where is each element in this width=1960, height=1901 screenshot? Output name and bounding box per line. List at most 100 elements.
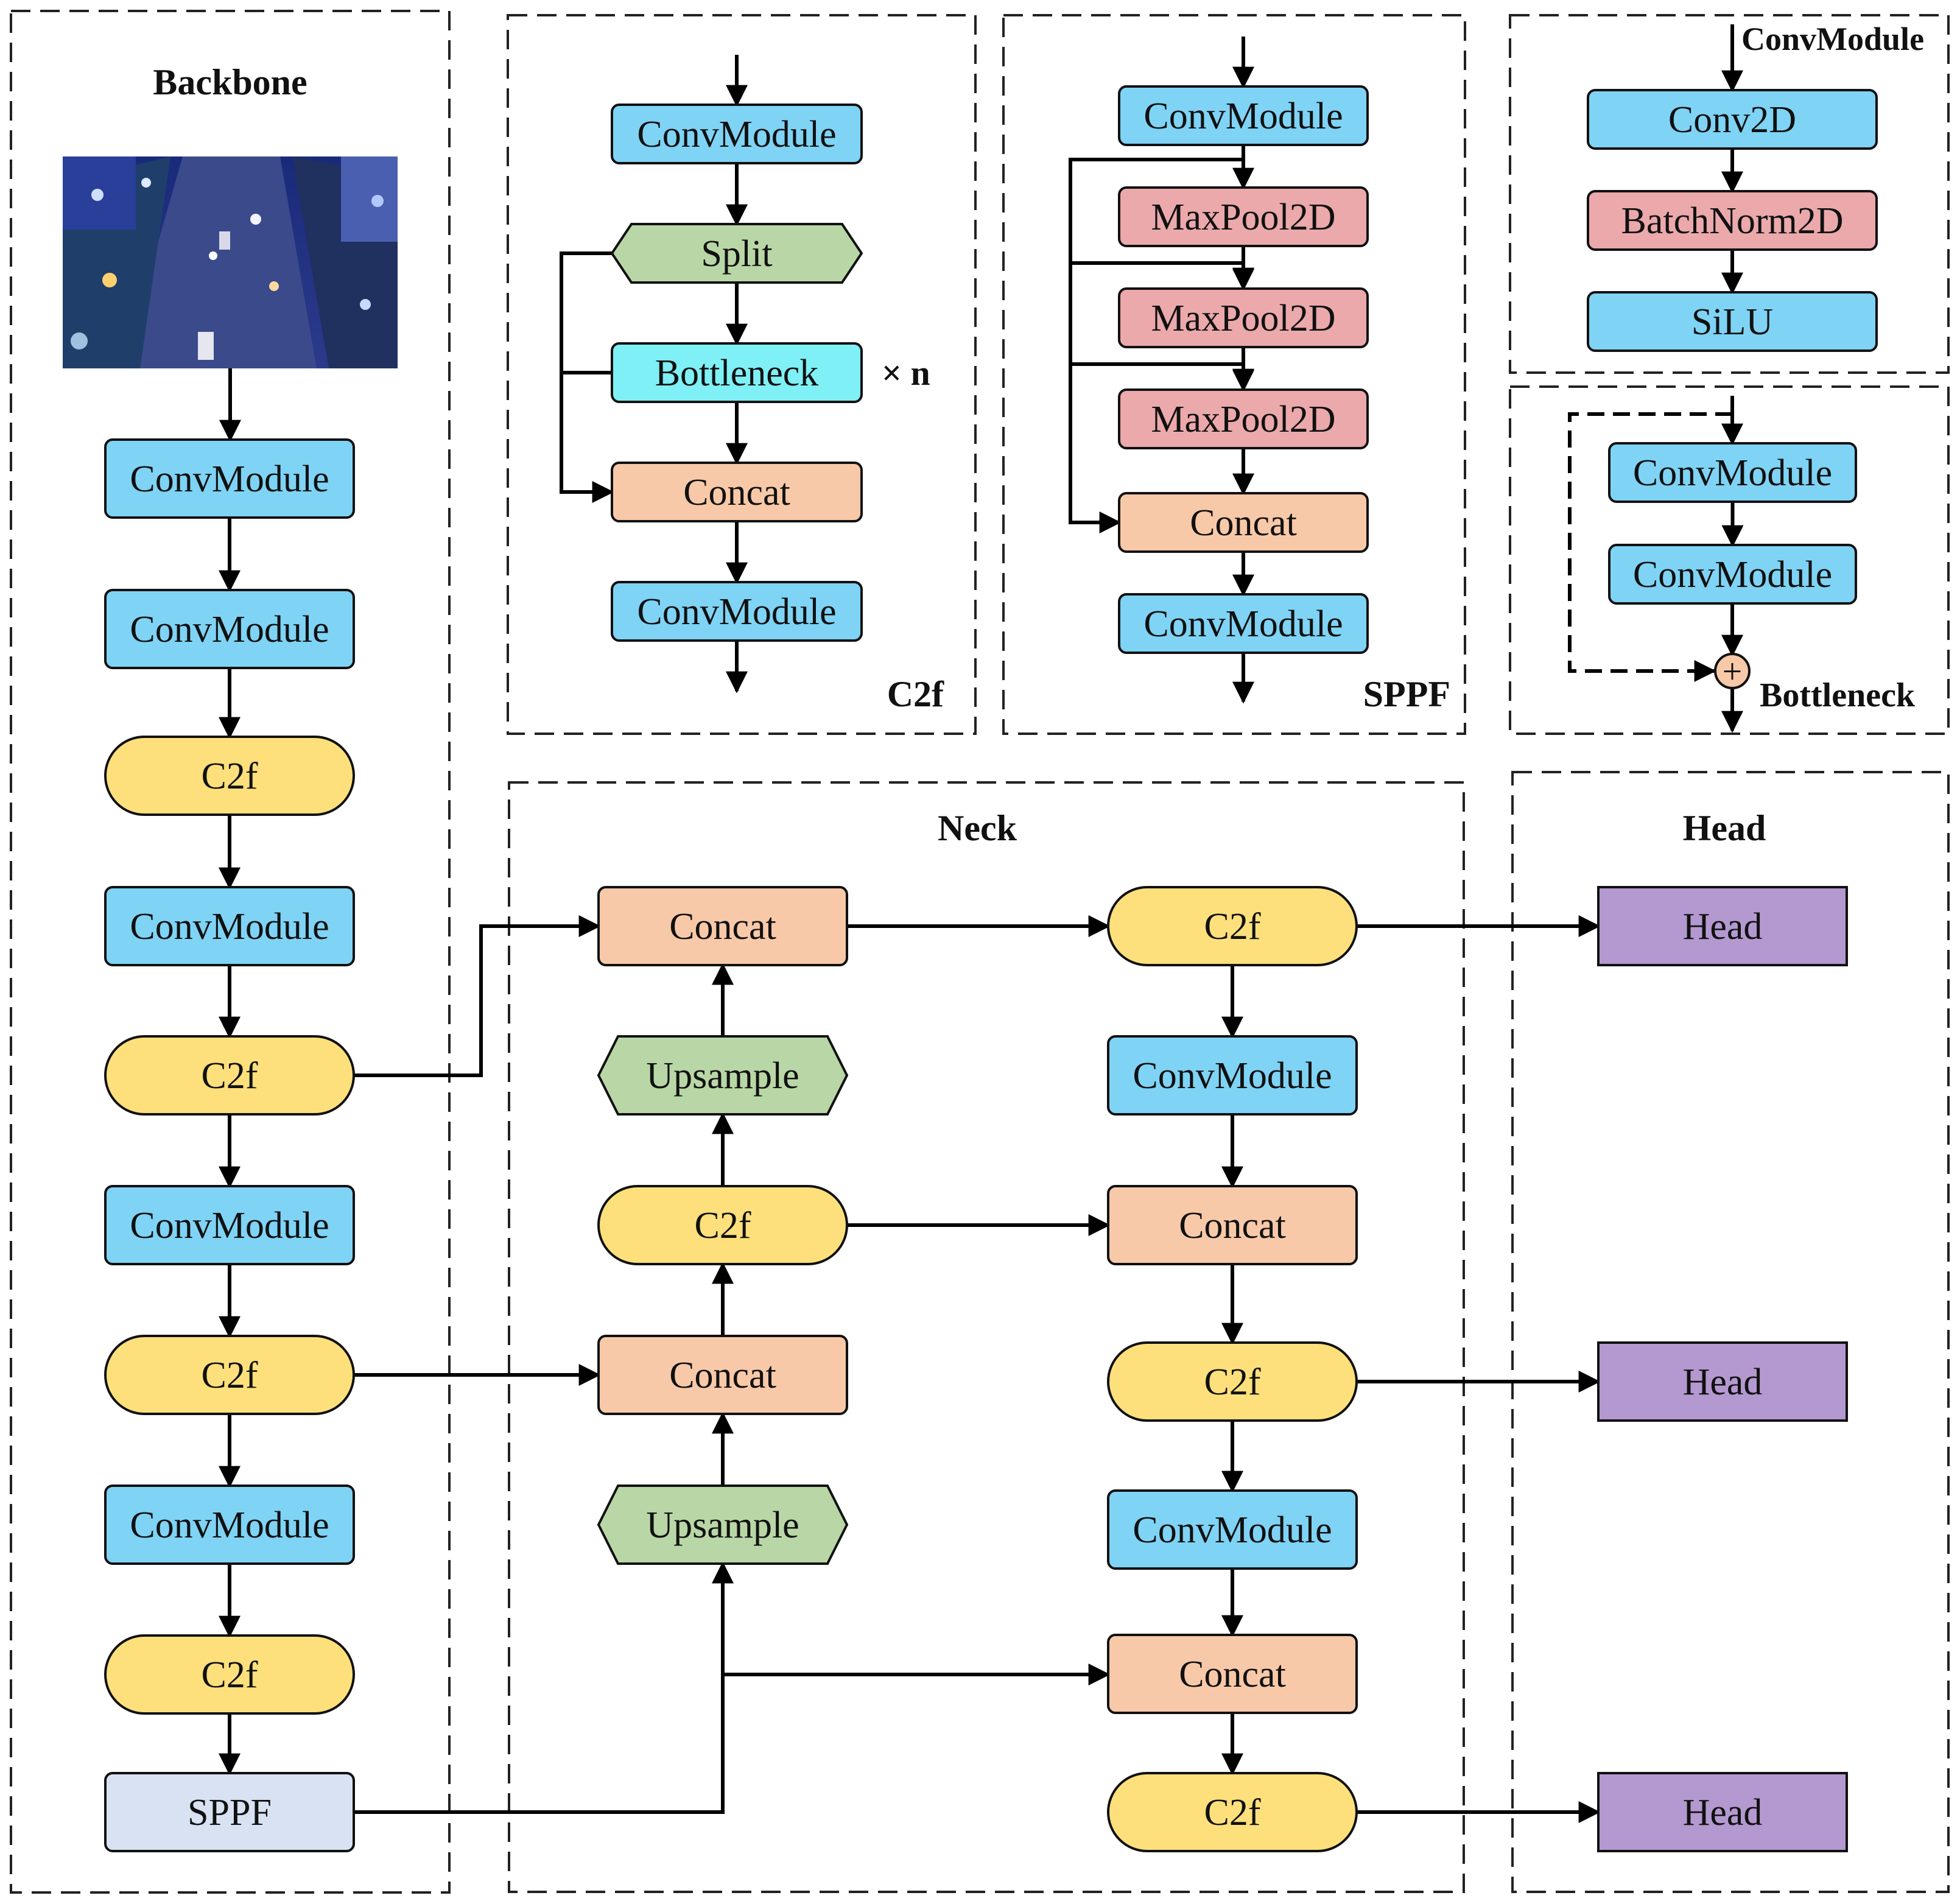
bb-conv-4-shape (104, 1185, 355, 1265)
bb-conv-1-label: ConvModule (130, 459, 329, 500)
bb-c2f-4-shape (104, 1634, 355, 1715)
bb-conv-2-label: ConvModule (130, 609, 329, 650)
bb-c2f-2-label: C2f (202, 1055, 258, 1097)
cm-silu-block: SiLU (1587, 291, 1878, 352)
bn-conv-2-shape (1608, 544, 1857, 605)
connections (219, 24, 1744, 1823)
hd-3-block: Head (1597, 1772, 1848, 1852)
c2f-conv-in-block: ConvModule (611, 104, 863, 164)
sppf-pool-2-label: MaxPool2D (1151, 298, 1335, 339)
hd-1-shape (1597, 886, 1848, 966)
c2f-header: C2f (887, 674, 944, 714)
nk-conv-1-shape (1107, 1035, 1358, 1116)
bb-conv-3-shape (104, 886, 355, 966)
nk-concat-3-label: Concat (1179, 1205, 1286, 1246)
bb-c2f-3-label: C2f (202, 1355, 258, 1396)
sppf-conv-in-shape (1118, 85, 1369, 146)
c2f-conv-out-block: ConvModule (611, 581, 863, 642)
c2f-conv-in-label: ConvModule (637, 114, 836, 155)
nk-c2f-2-label: C2f (1204, 906, 1261, 947)
bb-conv-5-shape (104, 1485, 355, 1565)
nk-concat-2-block: Concat (597, 1335, 848, 1415)
head-frame (1511, 771, 1950, 1893)
sppf-conv-in-block: ConvModule (1118, 85, 1369, 146)
cm-bn-block: BatchNorm2D (1587, 190, 1878, 251)
bb-conv-2-block: ConvModule (104, 589, 355, 669)
bb-c2f-2-block: C2f (104, 1035, 355, 1116)
nk-conv-2-block: ConvModule (1107, 1489, 1358, 1570)
sppf-conv-in-label: ConvModule (1143, 96, 1343, 137)
bb-c2f-1-label: C2f (202, 756, 258, 797)
nk-conv-1-block: ConvModule (1107, 1035, 1358, 1116)
bb-conv-1-block: ConvModule (104, 438, 355, 519)
hd-3-shape (1597, 1772, 1848, 1852)
bb-conv-1-shape (104, 438, 355, 519)
c2f-conv-in-shape (611, 104, 863, 164)
cm-bn-shape (1587, 190, 1878, 251)
bb-conv-3-label: ConvModule (130, 906, 329, 947)
nk-concat-4-label: Concat (1179, 1654, 1286, 1695)
hd-2-shape (1597, 1341, 1848, 1422)
nk-concat-4-shape (1107, 1634, 1358, 1714)
hd-2-block: Head (1597, 1341, 1848, 1422)
nk-upsample-1-block: Upsample (597, 1035, 849, 1116)
bottleneck-detail-frame (1509, 385, 1950, 735)
svg-text:+: + (1723, 652, 1743, 691)
sppf-concat-block: Concat (1118, 492, 1369, 553)
bb-c2f-2-shape (104, 1035, 355, 1116)
bb-sppf-label: SPPF (188, 1792, 272, 1833)
c2f-bottleneck-block: Bottleneck (611, 342, 863, 403)
bn-conv-1-shape (1608, 442, 1857, 503)
hd-3-label: Head (1683, 1792, 1763, 1833)
nk-upsample-2-shape (597, 1485, 849, 1565)
connector-28 (1070, 362, 1254, 391)
cm-silu-shape (1587, 291, 1878, 352)
bn-conv-1-block: ConvModule (1608, 442, 1857, 503)
bb-conv-5-label: ConvModule (130, 1505, 329, 1546)
c2f-conv-out-shape (611, 581, 863, 642)
nk-c2f-3-shape (1107, 1341, 1358, 1422)
hd-2-label: Head (1683, 1362, 1763, 1403)
bn-conv-2-label: ConvModule (1633, 554, 1832, 596)
sppf-pool-1-label: MaxPool2D (1151, 197, 1335, 238)
nk-concat-4-block: Concat (1107, 1634, 1358, 1714)
backbone-header: Backbone (153, 62, 307, 102)
sppf-concat-label: Concat (1190, 502, 1297, 544)
backbone-frame (10, 10, 451, 1894)
hd-1-block: Head (1597, 886, 1848, 966)
bb-conv-4-block: ConvModule (104, 1185, 355, 1265)
c2f-bottleneck-shape (611, 342, 863, 403)
sppf-pool-3-shape (1118, 388, 1369, 449)
c2f-split-shape (610, 223, 863, 284)
bb-conv-3-block: ConvModule (104, 886, 355, 966)
nk-upsample-1-shape (597, 1035, 849, 1116)
sppf-pool-1-shape (1118, 186, 1369, 247)
nk-c2f-2-block: C2f (1107, 886, 1358, 966)
sppf-conv-out-block: ConvModule (1118, 593, 1369, 654)
nk-concat-2-label: Concat (669, 1355, 776, 1396)
c2f-split-label: Split (701, 233, 772, 275)
c2f-conv-out-label: ConvModule (637, 591, 836, 633)
c2f-concat-block: Concat (611, 462, 863, 522)
hd-1-label: Head (1683, 906, 1763, 947)
bb-sppf-block: SPPF (104, 1772, 355, 1852)
cm-bn-label: BatchNorm2D (1621, 200, 1843, 242)
nk-conv-2-shape (1107, 1489, 1358, 1570)
bb-c2f-4-block: C2f (104, 1634, 355, 1715)
connector-26 (1069, 158, 1243, 533)
sppf-concat-shape (1118, 492, 1369, 553)
sppf-pool-1-block: MaxPool2D (1118, 186, 1369, 247)
sppf-header: SPPF (1363, 674, 1450, 714)
bottleneck-header: Bottleneck (1760, 676, 1916, 714)
sppf-detail-frame (1002, 14, 1466, 735)
nk-c2f-2-shape (1107, 886, 1358, 966)
sppf-conv-out-shape (1118, 593, 1369, 654)
night-road-aerial-photo (63, 156, 398, 368)
bb-sppf-shape (104, 1772, 355, 1852)
bb-c2f-3-shape (104, 1335, 355, 1415)
bb-conv-5-block: ConvModule (104, 1485, 355, 1565)
bb-c2f-1-block: C2f (104, 736, 355, 816)
nk-c2f-3-block: C2f (1107, 1341, 1358, 1422)
nk-upsample-2-label: Upsample (646, 1505, 799, 1546)
